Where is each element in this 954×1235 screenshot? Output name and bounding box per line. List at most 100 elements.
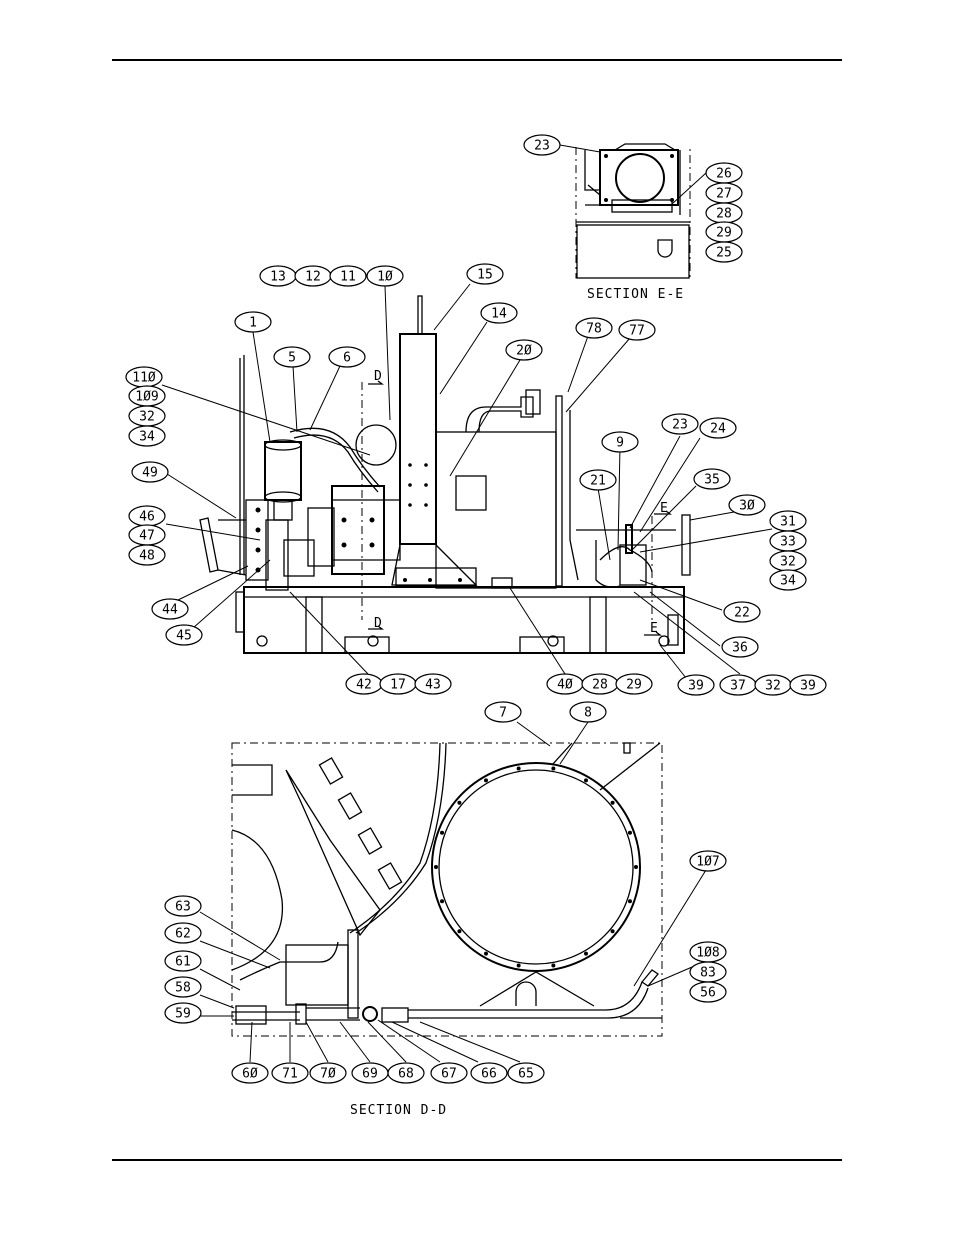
callout-label: 47 (139, 529, 155, 544)
leader-lines (162, 145, 772, 1062)
callout-label: 23 (534, 139, 550, 154)
callout-label: 34 (780, 574, 796, 589)
callout-label: 62 (175, 927, 191, 942)
main-side-view: D D E E (200, 296, 690, 653)
bolt-hole (457, 801, 461, 805)
callout-dd-8: 1Ø8 (690, 942, 726, 962)
callout-label: 2Ø (516, 344, 532, 359)
bolt-hole (440, 899, 444, 903)
callout-main-22: 9 (602, 432, 638, 452)
callout-main-41: 37 (720, 675, 756, 695)
callout-main-35: 17 (380, 674, 416, 694)
callout-label: 27 (716, 187, 732, 202)
callout-main-33: 36 (722, 637, 758, 657)
callout-label: 1Ø (377, 270, 393, 285)
callout-label: 68 (398, 1067, 414, 1082)
callout-label: 83 (700, 966, 716, 981)
section-ee-view (576, 144, 690, 278)
bolt-hole (611, 929, 615, 933)
callout-main-39: 29 (616, 674, 652, 694)
callout-label: 14 (491, 307, 507, 322)
callout-label: 43 (425, 678, 441, 693)
bolt-hole (434, 865, 438, 869)
callout-main-8: 6 (329, 347, 365, 367)
callout-label: 65 (518, 1067, 534, 1082)
callout-label: 21 (590, 474, 606, 489)
callout-label: 36 (732, 641, 748, 656)
callout-label: 78 (586, 322, 602, 337)
callout-dd-11: 6Ø (232, 1063, 268, 1083)
callout-label: 28 (592, 678, 608, 693)
callout-label: 44 (162, 603, 178, 618)
callout-dd-5: 61 (165, 951, 201, 971)
bolt-hole (634, 865, 638, 869)
bolt-hole (517, 963, 521, 967)
callout-dd-7: 59 (165, 1003, 201, 1023)
callout-label: 15 (477, 268, 493, 283)
callout-main-31: 34 (770, 570, 806, 590)
callout-main-16: 49 (132, 462, 168, 482)
callout-label: 9 (616, 436, 624, 451)
callout-label: 46 (139, 510, 155, 525)
callout-main-14: 32 (129, 406, 165, 426)
callout-label: 1 (249, 316, 257, 331)
callout-dd-1: 8 (570, 702, 606, 722)
bolt-hole (628, 899, 632, 903)
callout-label: 39 (688, 679, 704, 694)
callout-label: 3Ø (739, 499, 755, 514)
bolt-hole (584, 952, 588, 956)
bolt-hole (457, 929, 461, 933)
callout-label: 12 (305, 270, 321, 285)
callout-label: 63 (175, 900, 191, 915)
callout-label: 39 (800, 679, 816, 694)
bolt-hole (551, 963, 555, 967)
callout-main-43: 39 (790, 675, 826, 695)
callout-dd-14: 69 (352, 1063, 388, 1083)
callout-label: 5 (288, 351, 296, 366)
callout-main-13: 1Ø9 (129, 386, 165, 406)
callout-label: 17 (390, 678, 406, 693)
callout-main-1: 12 (295, 266, 331, 286)
callout-label: 29 (716, 226, 732, 241)
callout-main-11: 77 (619, 320, 655, 340)
bolt-hole (517, 767, 521, 771)
section-dd-view (232, 743, 662, 1036)
callout-main-30: 32 (770, 551, 806, 571)
callout-main-21: 45 (166, 625, 202, 645)
callout-label: 48 (139, 549, 155, 564)
callout-label: 11Ø (132, 371, 156, 386)
callout-label: 33 (780, 535, 796, 550)
callout-label: 45 (176, 629, 192, 644)
callout-main-20: 44 (152, 599, 188, 619)
callout-label: 6Ø (242, 1067, 258, 1082)
callout-main-24: 24 (700, 418, 736, 438)
callout-main-40: 39 (678, 675, 714, 695)
callout-label: 26 (716, 167, 732, 182)
callout-main-27: 3Ø (729, 495, 765, 515)
callout-main-2: 11 (330, 266, 366, 286)
callout-label: 35 (704, 473, 720, 488)
callout-label: 22 (734, 606, 750, 621)
callout-label: 42 (356, 678, 372, 693)
callout-main-23: 23 (662, 414, 698, 434)
callout-label: 1Ø8 (696, 946, 719, 961)
callout-label: 23 (672, 418, 688, 433)
callout-main-15: 34 (129, 426, 165, 446)
callout-main-6: 1 (235, 312, 271, 332)
callout-label: 37 (730, 679, 746, 694)
callout-main-19: 48 (129, 545, 165, 565)
bolt-hole (484, 952, 488, 956)
callout-label: 49 (142, 466, 158, 481)
callout-label: 28 (716, 207, 732, 222)
section-ee-caption: SECTION E-E (587, 287, 684, 302)
callout-label: 56 (700, 986, 716, 1001)
callout-dd-0: 7 (485, 702, 521, 722)
section-dd-caption: SECTION D-D (350, 1103, 447, 1118)
callout-label: 31 (780, 515, 796, 530)
callout-main-0: 13 (260, 266, 296, 286)
callout-label: 1Ø7 (696, 855, 719, 870)
callout-label: 77 (629, 324, 645, 339)
callout-dd-13: 7Ø (310, 1063, 346, 1083)
callout-main-32: 22 (724, 602, 760, 622)
